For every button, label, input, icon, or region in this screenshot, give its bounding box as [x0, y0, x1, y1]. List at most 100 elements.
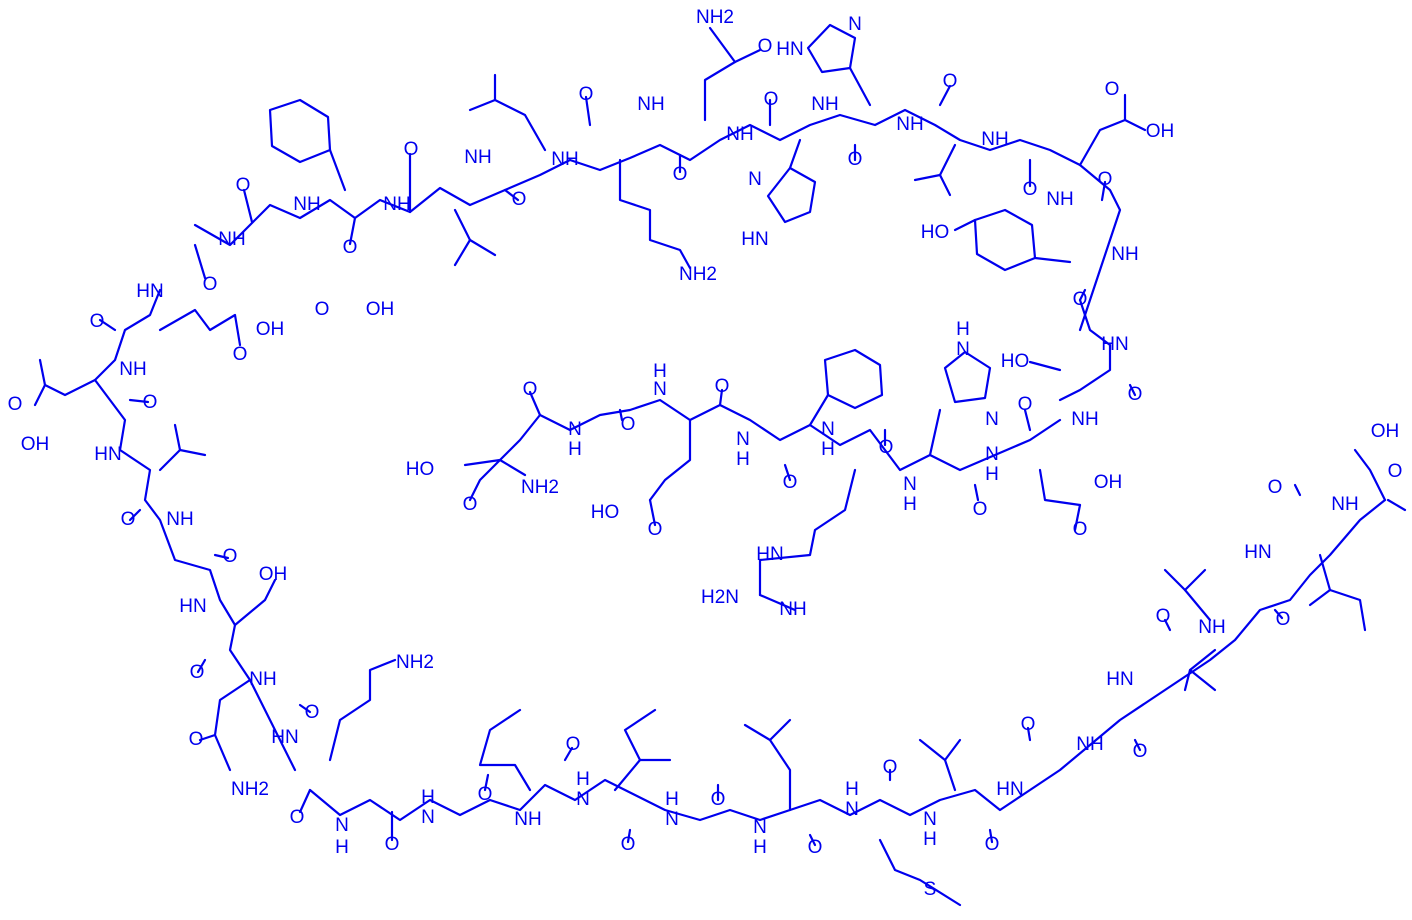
label-l-nh-asn: NH	[249, 669, 276, 690]
bond-c-co-phe	[783, 463, 792, 482]
bond-glu2-side	[1078, 93, 1127, 167]
label-b-n-ile2: N	[576, 789, 590, 810]
bond-center-backbone	[463, 398, 1062, 472]
bond-co-ala	[193, 243, 207, 280]
label-c-o-asp2-side: O	[1073, 519, 1088, 540]
bond-l-ser-side	[233, 578, 277, 627]
label-b-o-val3: O	[1276, 609, 1291, 630]
label-l-hn-ser: HN	[179, 596, 206, 617]
label-b-nh-val3: NH	[1198, 617, 1225, 638]
label-b-nh-ile1: NH	[514, 809, 541, 830]
bond-leu-branch	[468, 98, 497, 112]
bond-c-glu-side	[648, 418, 692, 502]
label-b-n-leu: N	[753, 817, 767, 838]
label-b-o-gly: O	[385, 834, 400, 855]
bond-val2-branch	[938, 173, 952, 197]
label-b-o-gly3: O	[1021, 714, 1036, 735]
label-c-n-ala: N	[568, 419, 582, 440]
label-nh-tyr: NH	[1111, 244, 1138, 265]
bond-ser-co	[1128, 383, 1137, 397]
label-l-o-lys: O	[290, 807, 305, 828]
label-nh-his1: NH	[811, 94, 838, 115]
bond-b-co-ala2	[1386, 498, 1407, 512]
label-c-n-glu: N	[653, 379, 667, 400]
label-b-n-val: N	[923, 809, 937, 830]
bond-c-asp2-co	[1073, 503, 1082, 532]
label-c-o-asp-side: O	[463, 494, 478, 515]
label-o-phe: O	[343, 237, 358, 258]
bond-bottom-backbone	[308, 498, 1387, 822]
label-nh-glu: NH	[293, 194, 320, 215]
bond-l-lys-co	[298, 788, 312, 814]
label-l-oh-asp-side: OH	[21, 434, 50, 455]
label-nh-glu2: NH	[1046, 189, 1073, 210]
label-oh-glu-side: OH	[366, 299, 395, 320]
label-b-h-ala: H	[421, 787, 435, 808]
bond-b-ile3-branch	[1308, 588, 1332, 607]
label-hn-his1-ring: HN	[741, 229, 768, 250]
bond-c-co-asp2	[1023, 408, 1032, 432]
label-b-nh-ala2: NH	[1331, 494, 1358, 515]
label-o-tyr: O	[1098, 169, 1113, 190]
bond-b-co-ile2	[626, 828, 632, 844]
label-o-his2: O	[848, 149, 863, 170]
bond-his1-link	[788, 138, 802, 170]
label-l-oh-ser: OH	[259, 564, 288, 585]
bond-phe-link	[328, 148, 347, 192]
bond-b-co-ile1	[563, 746, 574, 762]
label-c-o-his: O	[973, 499, 988, 520]
label-b-n-gly: N	[335, 815, 349, 836]
bond-val-side	[453, 208, 472, 267]
label-c-oh-asp2-side: OH	[1094, 472, 1123, 493]
label-c-h-phe: H	[736, 449, 750, 470]
bond-l-asn-co	[198, 733, 217, 742]
label-c-h-arg: H	[821, 439, 835, 460]
bond-phe-ring	[268, 98, 332, 164]
bond-l-lys-side	[328, 658, 397, 762]
label-l-nh-gly: NH	[166, 509, 193, 530]
label-b-o-gly4: O	[1133, 741, 1148, 762]
label-o-lys: O	[579, 84, 594, 105]
label-b-hn-val2: HN	[1106, 669, 1133, 690]
label-o-gln: O	[673, 164, 688, 185]
label-c-h-ala: H	[568, 439, 582, 460]
label-b-h-ile2: H	[576, 769, 590, 790]
label-nh-ser: NH	[1071, 409, 1098, 430]
bond-tyr-ring	[973, 208, 1037, 272]
label-b-n-met: N	[845, 799, 859, 820]
label-b-o-ala2: O	[1388, 461, 1403, 482]
bond-c-asp2-side	[1038, 468, 1082, 507]
label-b-o-gly2: O	[711, 789, 726, 810]
bond-co-gly	[1078, 288, 1087, 302]
bond-tyr-link	[1033, 256, 1072, 264]
label-b-o-val: O	[985, 834, 1000, 855]
bond-l-val-branch	[178, 448, 207, 457]
label-l-nh2-asn: NH2	[231, 779, 269, 800]
label-nh2-gln: NH2	[696, 7, 734, 28]
bond-layer	[33, 23, 1407, 907]
label-b-h-gly2: H	[665, 789, 679, 810]
bond-l-co-gly	[213, 553, 230, 560]
bond-co-leu	[503, 188, 520, 202]
label-l-o-ser: O	[190, 662, 205, 683]
bond-l-co-ser	[196, 658, 207, 674]
bond-l-co-glu	[98, 318, 117, 332]
bond-co-lys	[584, 95, 592, 127]
label-c-n-his-ring1: N	[956, 339, 970, 360]
bond-b-val2-branch	[1188, 668, 1217, 692]
label-nh-phe: NH	[383, 194, 410, 215]
bond-tyr-oh	[953, 218, 977, 232]
label-c-o-arg: O	[879, 437, 894, 458]
label-l-o-gly: O	[223, 546, 238, 567]
label-o-leu: O	[512, 189, 527, 210]
label-l-hn-glu: HN	[136, 281, 163, 302]
bond-b-co-val2	[1163, 618, 1172, 632]
bond-c-co-asp	[528, 390, 542, 417]
label-c-o-phe: O	[783, 472, 798, 493]
label-b-o-ala: O	[478, 784, 493, 805]
bond-l-co-asp	[128, 398, 150, 404]
label-c-h-glu: H	[653, 361, 667, 382]
label-l-o-asp-side: O	[8, 394, 23, 415]
bond-his1-ring	[766, 166, 817, 224]
